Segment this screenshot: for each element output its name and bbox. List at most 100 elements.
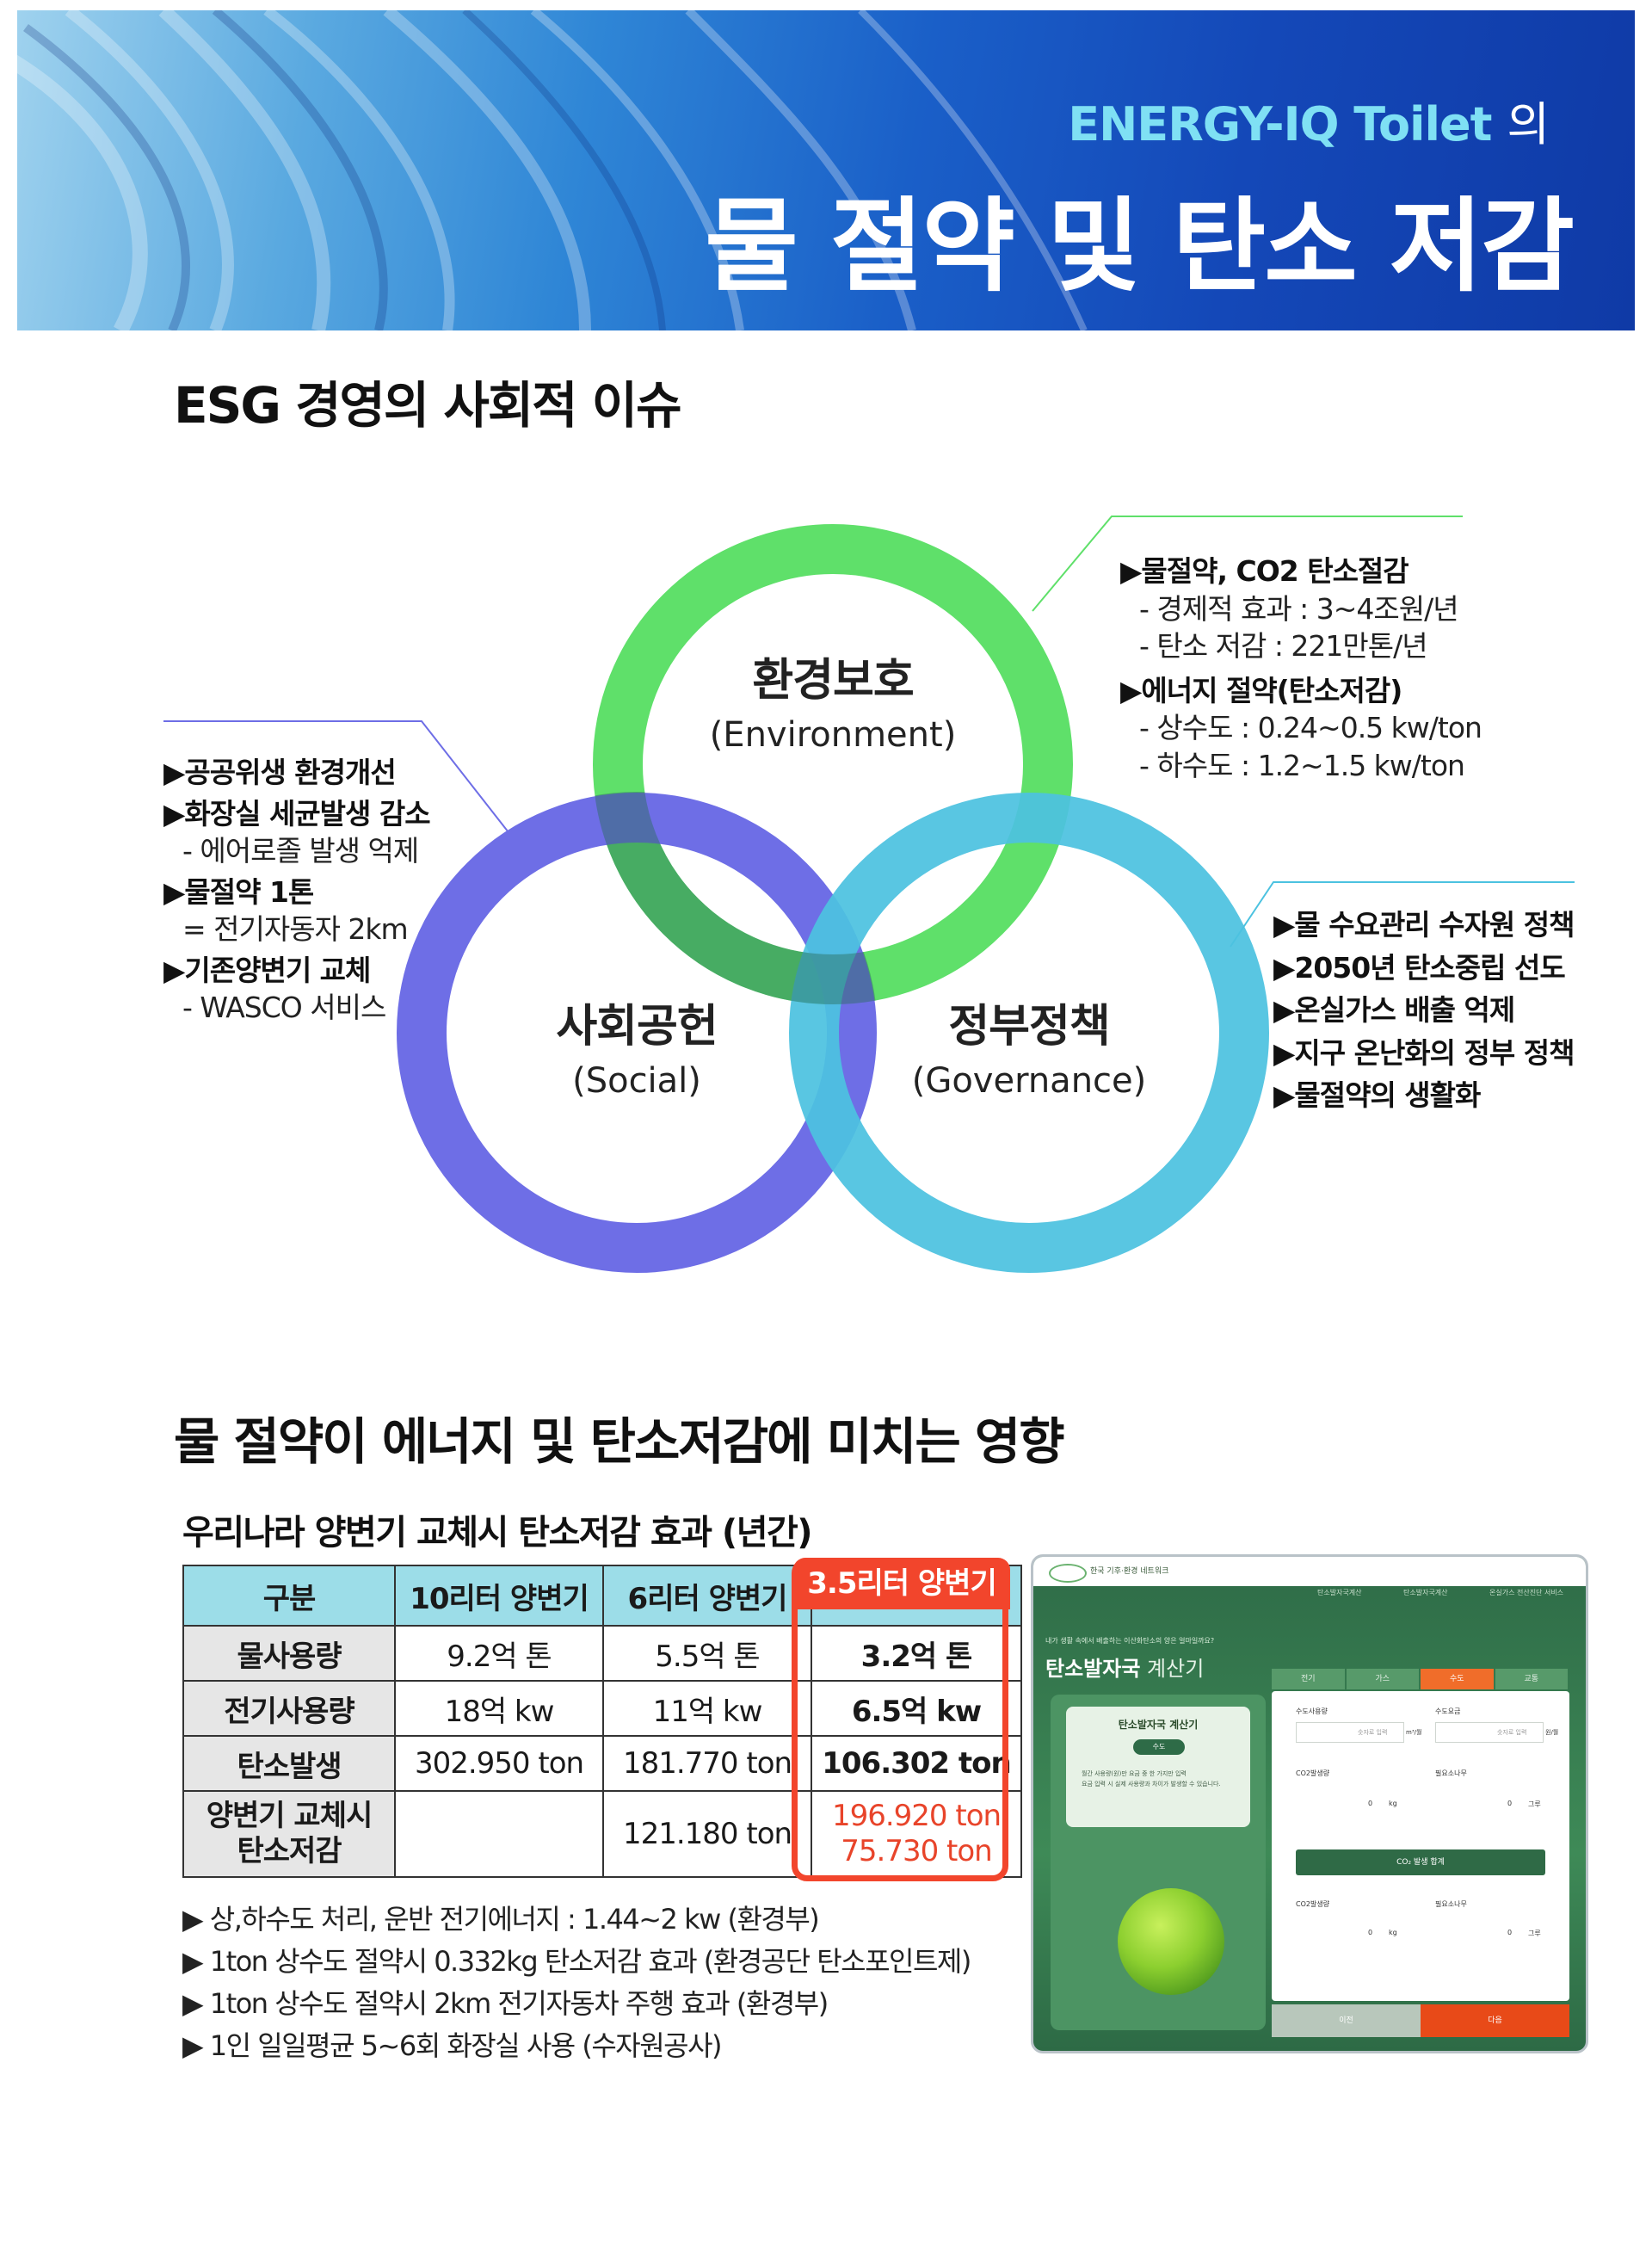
water-pill: 수도 (1133, 1739, 1185, 1755)
table-cell: 302.950 ton (394, 1735, 604, 1792)
app-title-bold: 탄소발자국 (1045, 1657, 1141, 1681)
co2-value: 0 (1368, 1800, 1373, 1807)
table-header-cell: 6리터 양변기 (602, 1565, 812, 1627)
co2-unit: kg (1389, 1929, 1397, 1936)
card-title: 탄소발자국 계산기 (1118, 1719, 1199, 1731)
fee-unit: 원/월 (1545, 1729, 1559, 1736)
governance-label-en: (Governance) (911, 1061, 1147, 1101)
social-notes: ▶공공위생 환경개선 ▶화장실 세균발생 감소 - 에어로졸 발생 억제 ▶물절… (163, 754, 431, 1027)
reduction-vs-10l: 196.920 ton (831, 1799, 1002, 1834)
table-row: 양변기 교체시 탄소저감 121.180 ton 196.920 ton 75.… (182, 1790, 1022, 1878)
social-label-ko: 사회공헌 (556, 1001, 718, 1053)
gov-note-heading: ▶지구 온난화의 정부 정책 (1273, 1035, 1575, 1070)
social-label-en: (Social) (572, 1061, 701, 1101)
app-nav-item[interactable]: 온실가스 전산진단 서비스 (1489, 1589, 1564, 1596)
env-leader-line (1032, 516, 1463, 612)
calculator-info-card: 탄소발자국 계산기 수도 월간 사용량(원)만 요금 중 한 가지만 입력 요금… (1051, 1695, 1266, 2030)
env-note-item: - 하수도 : 1.2~1.5 kw/ton (1139, 748, 1465, 782)
environment-label-ko: 환경보호 (752, 655, 914, 707)
tree-label: 필요소나무 (1435, 1769, 1467, 1777)
fee-placeholder: 숫자로 입력 (1497, 1729, 1527, 1736)
banner-title: 물 절약 및 탄소 저감 (705, 187, 1575, 306)
table-title: 우리나라 양변기 교체시 탄소저감 효과 (년간) (182, 1513, 813, 1553)
social-note-item: - 에어로졸 발생 억제 (182, 834, 419, 868)
gov-note-heading: ▶물 수요관리 수자원 정책 (1273, 908, 1575, 942)
usage-placeholder: 숫자로 입력 (1358, 1729, 1388, 1736)
fee-label: 수도요금 (1435, 1707, 1461, 1715)
banner-subtitle: ENERGY-IQ Toilet 의 (1068, 86, 1550, 154)
table-cell: 11억 kw (602, 1680, 812, 1737)
social-label: 사회공헌 (Social) (482, 990, 792, 1101)
fee-input[interactable] (1435, 1722, 1544, 1743)
environment-notes: ▶물절약, CO2 탄소절감 - 경제적 효과 : 3~4조원/년 - 탄소 저… (1120, 553, 1482, 784)
water-wave-background (17, 10, 1088, 330)
governance-label-ko: 정부정책 (948, 1001, 1110, 1053)
tree-unit: 그루 (1528, 1930, 1541, 1937)
source-note: ▶ 상,하수도 처리, 운반 전기에너지 : 1.44~2 kw (환경부) (182, 1903, 820, 1936)
social-note-heading: ▶공공위생 환경개선 (163, 756, 397, 789)
tree-label: 필요소나무 (1435, 1900, 1467, 1908)
governance-label: 정부정책 (Governance) (874, 990, 1184, 1101)
source-note: ▶ 1인 일일평균 5~6회 화장실 사용 (수자원공사) (182, 2029, 723, 2062)
table-cell: 6.5억 kw (811, 1680, 1022, 1737)
table-cell: 3.2억 톤 (811, 1625, 1022, 1682)
environment-label: 환경보호 (Environment) (678, 644, 988, 755)
gov-note-heading: ▶2050년 탄소중립 선도 (1273, 950, 1566, 985)
tab-water[interactable]: 수도 (1421, 1669, 1494, 1689)
gov-note-heading: ▶물절약의 생활화 (1273, 1078, 1481, 1112)
table-row: 물사용량 9.2억 톤 5.5억 톤 3.2억 톤 (182, 1625, 1022, 1682)
usage-input[interactable] (1296, 1722, 1404, 1743)
env-note-item: - 경제적 효과 : 3~4조원/년 (1139, 591, 1459, 626)
esg-venn-diagram (163, 516, 1575, 1273)
row-label: 양변기 교체시 탄소저감 (182, 1790, 396, 1878)
governance-circle (789, 793, 1269, 1273)
social-circle (397, 793, 877, 1273)
calculate-button[interactable]: CO₂ 발생 합계 (1296, 1849, 1545, 1875)
table-row: 탄소발생 302.950 ton 181.770 ton 106.302 ton (182, 1735, 1022, 1792)
tab-transport[interactable]: 교통 (1495, 1669, 1568, 1689)
table-header-cell: 구분 (182, 1565, 396, 1627)
co2-label: CO2발생량 (1296, 1900, 1330, 1908)
gov-note-heading: ▶온실가스 배출 억제 (1273, 993, 1515, 1027)
source-note: ▶ 1ton 상수도 절약시 2km 전기자동차 주행 효과 (환경부) (182, 1987, 829, 2020)
table-cell: 5.5억 톤 (602, 1625, 812, 1682)
org-name: 한국 기후·환경 네트워크 (1090, 1567, 1169, 1576)
co2-label: CO2발생량 (1296, 1769, 1330, 1777)
app-nav-item[interactable]: 탄소발자국계산 (1317, 1589, 1362, 1596)
tab-electricity[interactable]: 전기 (1272, 1669, 1345, 1689)
highlight-column-header: 3.5리터 양변기 (793, 1558, 1010, 1609)
table-row: 전기사용량 18억 kw 11억 kw 6.5억 kw (182, 1680, 1022, 1737)
next-button[interactable]: 다음 (1421, 2004, 1569, 2037)
gov-leader-line (1230, 881, 1575, 948)
table-cell-highlight: 196.920 ton 75.730 ton (811, 1790, 1022, 1878)
app-nav-item[interactable]: 탄소발자국계산 (1403, 1589, 1448, 1596)
env-note-item: - 상수도 : 0.24~0.5 kw/ton (1139, 711, 1482, 745)
table-cell: 18억 kw (394, 1680, 604, 1737)
calculator-form: 수도사용량 수도요금 숫자로 입력 m³/월 숫자로 입력 원/월 CO2발생량… (1272, 1691, 1569, 2001)
co2-unit: kg (1389, 1800, 1397, 1807)
app-title-rest: 계산기 (1140, 1657, 1205, 1681)
row-label-line: 탄소저감 (237, 1834, 342, 1868)
row-label: 탄소발생 (182, 1735, 396, 1792)
tab-gas[interactable]: 가스 (1346, 1669, 1419, 1689)
tree-value: 0 (1507, 1800, 1513, 1807)
env-note-item: - 탄소 저감 : 221만톤/년 (1139, 629, 1428, 664)
brand-name: ENERGY-IQ Toilet (1068, 97, 1492, 151)
tree-value: 0 (1507, 1929, 1513, 1936)
table-header-cell: 10리터 양변기 (394, 1565, 604, 1627)
environment-label-en: (Environment) (709, 715, 957, 755)
reduction-vs-6l: 75.730 ton (841, 1834, 992, 1868)
table-cell: 106.302 ton (811, 1735, 1022, 1792)
card-desc-line: 요금 입력 시 실제 사용량과 차이가 발생할 수 있습니다. (1082, 1781, 1221, 1788)
table-cell (394, 1790, 604, 1878)
banner-josa: 의 (1507, 97, 1550, 151)
env-note-heading: ▶에너지 절약(탄소저감) (1120, 673, 1402, 707)
environment-overlap-tint (593, 792, 878, 1004)
app-title: 탄소발자국 계산기 (1045, 1652, 1204, 1682)
social-note-heading: ▶화장실 세균발생 감소 (163, 796, 431, 831)
carbon-calculator-screenshot: 한국 기후·환경 네트워크 탄소발자국계산 탄소발자국계산 온실가스 전산진단 … (1031, 1554, 1588, 2053)
social-note-heading: ▶물절약 1톤 (163, 874, 314, 909)
prev-button[interactable]: 이전 (1272, 2004, 1421, 2037)
row-label: 물사용량 (182, 1625, 396, 1682)
card-description: 월간 사용량(원)만 요금 중 한 가지만 입력 요금 입력 시 실제 사용량과… (1082, 1769, 1221, 1789)
